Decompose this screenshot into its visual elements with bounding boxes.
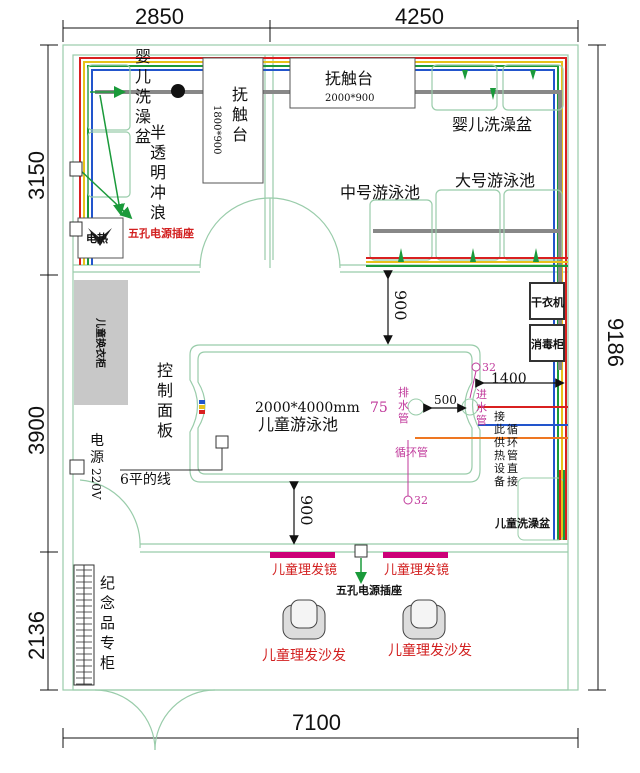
heater-icon — [88, 228, 112, 246]
label-socket-top: 五孔电源插座 — [128, 226, 194, 240]
control-panel-icon — [199, 400, 205, 414]
label-gap-top: 900 — [391, 290, 410, 321]
pink-markers — [403, 362, 481, 505]
outer-walls — [62, 44, 579, 751]
label-mirror-right: 儿童理发镜 — [384, 562, 449, 578]
sofa-left-icon — [282, 599, 326, 640]
label-size-75: 75 — [370, 400, 388, 416]
pool-arrows — [398, 248, 539, 262]
label-power-v: 电源 — [90, 433, 104, 466]
label-wire-6: 6平的线 — [120, 472, 171, 488]
power-box — [69, 459, 85, 475]
label-souvenir-v: 纪念品专柜 — [100, 574, 115, 672]
sink-arrows-top — [462, 70, 536, 100]
label-touch-table-top-size: 2000*900 — [325, 93, 375, 104]
kids-cabinet — [74, 280, 128, 405]
label-touch-table-top: 抚触台 — [325, 69, 373, 88]
measure-arrows — [289, 270, 565, 545]
label-size-32-b: 32 — [414, 494, 428, 507]
sofa-right-icon — [402, 599, 446, 640]
label-connect-v2: 循环管直接 — [507, 423, 518, 488]
label-touch-table-left-v: 抚触台 — [232, 85, 248, 144]
child-bath-pipes — [559, 470, 565, 540]
dryer — [529, 282, 565, 320]
label-power-220: 220V — [89, 468, 103, 500]
label-main-pool-size: 2000*4000mm — [255, 400, 360, 416]
souvenir-cabinet — [73, 564, 95, 686]
power-wire — [120, 448, 223, 471]
label-mirror-left: 儿童理发镜 — [272, 562, 337, 578]
touch-table-left — [202, 57, 264, 184]
outlet-icon-2 — [69, 221, 83, 237]
label-pipe-span: 1400 — [491, 371, 527, 387]
drain-circle — [407, 398, 425, 416]
main-pool — [189, 344, 481, 483]
label-translucent-v: 半透明冲浪 — [150, 123, 166, 222]
label-control-panel-v: 控制面板 — [157, 361, 173, 440]
pool-pipes — [415, 406, 568, 439]
label-sofa-right: 儿童理发沙发 — [388, 642, 472, 659]
dim-top-left: 2850 — [135, 4, 184, 29]
mirror-left — [270, 552, 335, 558]
label-circulation-pipe: 循环管 — [395, 445, 428, 459]
label-mid-pool: 中号游泳池 — [340, 183, 420, 202]
valve-icon — [171, 84, 185, 98]
label-baby-bath-tub: 婴儿洗澡盆 — [452, 115, 532, 134]
dim-bottom: 7100 — [292, 710, 341, 735]
label-touch-table-left-size: 1800*900 — [211, 105, 222, 155]
dim-right: 9186 — [603, 318, 628, 367]
label-kids-cabinet: 儿童换衣柜 — [94, 317, 107, 368]
dim-left-top: 3150 — [24, 151, 49, 200]
label-size-32-a: 32 — [482, 361, 496, 374]
label-inlet-pipe-v: 进水管 — [476, 388, 487, 427]
baby-bath-tub-left — [87, 64, 131, 198]
label-pipe-gap: 500 — [434, 393, 457, 407]
outlet-icon-4 — [354, 544, 368, 558]
label-connect-v1: 接此供热设备 — [494, 410, 505, 488]
label-electric-heater: 电热 — [86, 231, 108, 245]
label-sterilizer: 消毒柜 — [531, 337, 564, 351]
label-socket-bottom: 五孔电源插座 — [336, 583, 402, 597]
outlet-icon-3 — [215, 435, 229, 449]
outlet-icon — [69, 161, 83, 177]
label-sofa-left: 儿童理发沙发 — [262, 647, 346, 664]
dimension-lines — [40, 20, 606, 748]
baby-bath-sinks-top — [431, 64, 564, 111]
label-large-pool: 大号游泳池 — [455, 171, 535, 190]
touch-table-top — [289, 57, 416, 109]
label-main-pool: 儿童游泳池 — [258, 415, 338, 434]
green-arrows — [79, 86, 133, 220]
mirror-right — [383, 552, 448, 558]
dim-left-mid: 3900 — [24, 406, 49, 455]
label-dryer: 干衣机 — [531, 295, 564, 309]
label-baby-bath-tub-v: 婴儿洗澡盆 — [135, 47, 151, 146]
dim-left-bottom: 2136 — [24, 611, 49, 660]
sterilizer — [529, 324, 565, 362]
label-child-bath: 儿童洗澡盆 — [494, 516, 551, 530]
label-gap-bottom: 900 — [297, 495, 316, 526]
dim-top-right: 4250 — [395, 4, 444, 29]
label-drain-pipe-v: 排水管 — [398, 385, 409, 425]
